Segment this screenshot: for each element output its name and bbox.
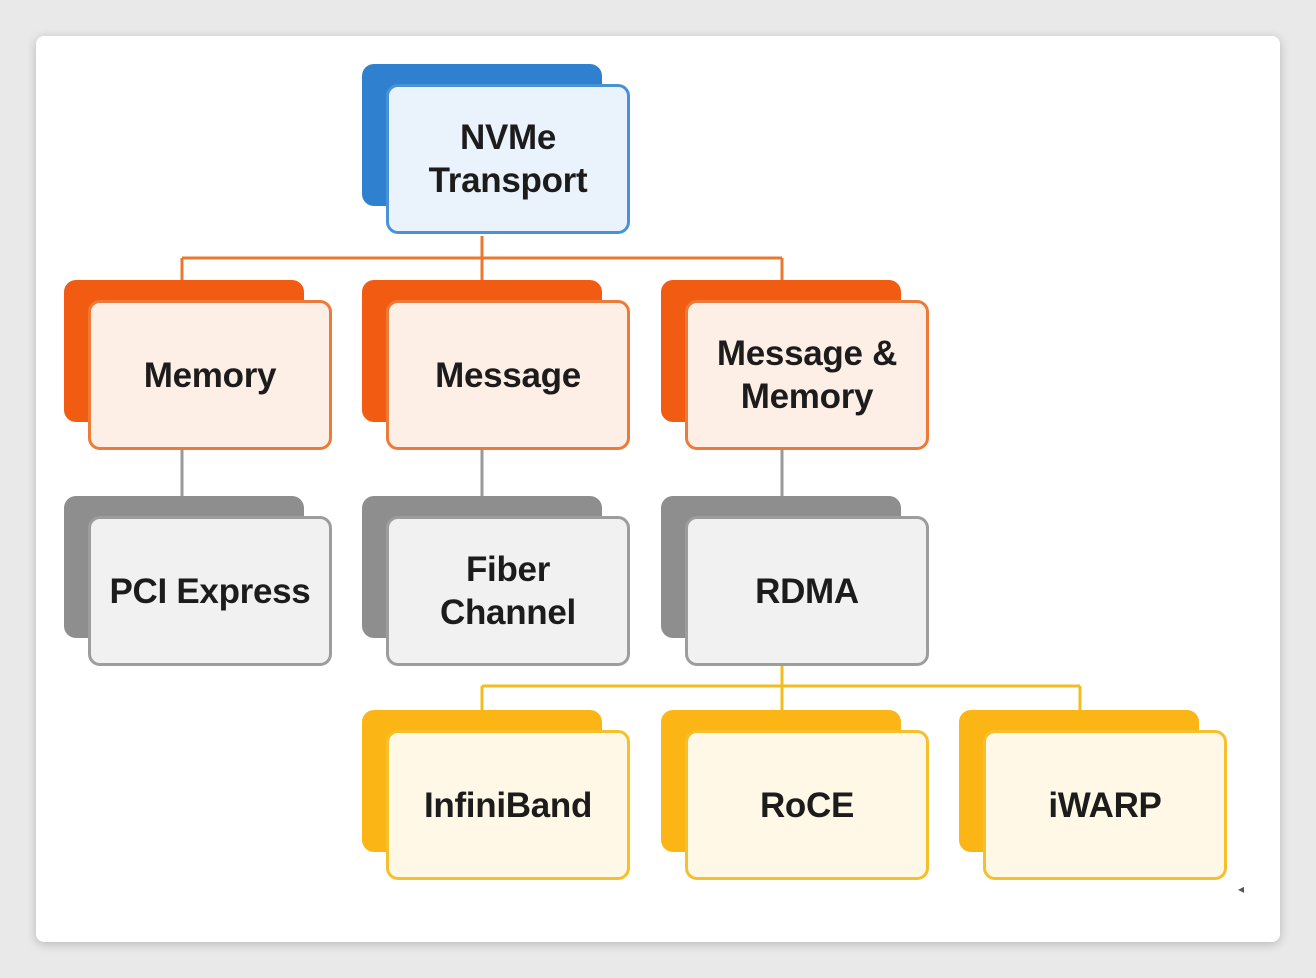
node-fiber-channel: Fiber Channel [362, 496, 630, 666]
node-card: Message [386, 300, 630, 450]
node-message: Message [362, 280, 630, 450]
node-card: RoCE [685, 730, 929, 880]
node-card: PCI Express [88, 516, 332, 666]
node-label: RoCE [759, 785, 855, 825]
node-label: RDMA [755, 571, 859, 611]
node-label: iWARP [1048, 785, 1162, 825]
node-label: Message & Memory [716, 334, 898, 416]
node-card: InfiniBand [386, 730, 630, 880]
diagram-canvas: NVMe Transport Memory Message Message & … [36, 36, 1280, 942]
node-card: RDMA [685, 516, 929, 666]
node-roce: RoCE [661, 710, 929, 880]
corner-arrow-icon: ◂ [1237, 882, 1244, 896]
node-pci-express: PCI Express [64, 496, 332, 666]
node-card: NVMe Transport [386, 84, 630, 234]
node-infiniband: InfiniBand [362, 710, 630, 880]
node-nvme-transport: NVMe Transport [362, 64, 630, 234]
node-label: Memory [143, 355, 277, 395]
node-message-and-memory: Message & Memory [661, 280, 929, 450]
node-rdma: RDMA [661, 496, 929, 666]
connector-lines [180, 236, 1082, 710]
node-card: Fiber Channel [386, 516, 630, 666]
node-card: Memory [88, 300, 332, 450]
node-label: Fiber Channel [440, 550, 576, 632]
node-label: NVMe Transport [428, 118, 588, 200]
node-card: Message & Memory [685, 300, 929, 450]
node-label: InfiniBand [423, 785, 593, 825]
node-label: Message [435, 355, 581, 395]
node-memory: Memory [64, 280, 332, 450]
node-label: PCI Express [109, 571, 311, 611]
node-card: iWARP [983, 730, 1227, 880]
node-iwarp: iWARP [959, 710, 1227, 880]
